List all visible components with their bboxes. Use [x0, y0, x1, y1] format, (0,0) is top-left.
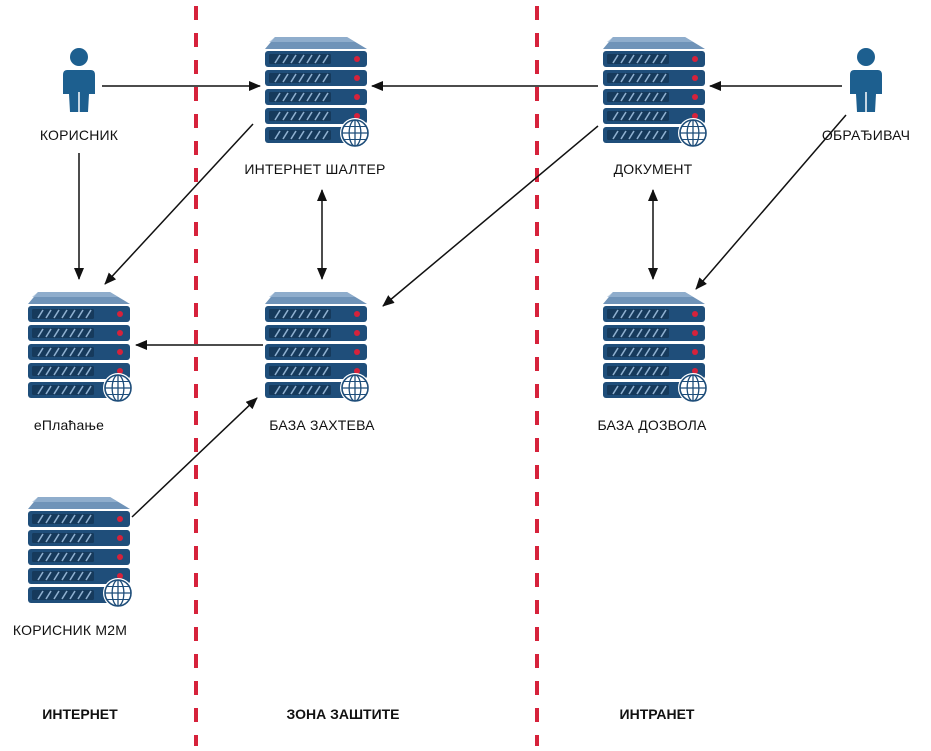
server-web-icon: [28, 497, 133, 608]
zone-label-dmz: ЗОНА ЗАШТИТЕ: [286, 706, 400, 722]
node-label-internet-shalter: ИНТЕРНЕТ ШАЛТЕР: [244, 161, 386, 177]
node-label-korisnik-m2m: КОРИСНИК М2М: [12, 622, 128, 638]
server-web-icon: [28, 292, 133, 403]
user-icon: [63, 48, 95, 112]
zone-label-intranet: ИНТРАНЕТ: [619, 706, 695, 722]
user-icon: [850, 48, 882, 112]
node-label-korisnik: КОРИСНИК: [39, 127, 119, 143]
zone-label-internet: ИНТЕРНЕТ: [42, 706, 118, 722]
server-web-icon: [265, 37, 370, 148]
edge-obradjivac-to-baza_dozvola: [695, 114, 847, 290]
server-web-icon: [603, 37, 708, 148]
node-label-eplacanje: еПлаћање: [33, 417, 105, 433]
node-label-baza-dozvola: БАЗА ДОЗВОЛА: [597, 417, 707, 433]
node-label-obradjivac: ОБРАЂИВАЧ: [821, 127, 911, 143]
nodes-layer: [28, 37, 882, 608]
edge-internet_shalter-to-eplacanje: [104, 123, 254, 285]
edge-korisnik_m2m-to-baza_zahteva: [131, 397, 258, 518]
server-web-icon: [603, 292, 708, 403]
edges-layer: [74, 81, 847, 518]
server-web-icon: [265, 292, 370, 403]
node-label-baza-zahteva: БАЗА ЗАХТЕВА: [269, 417, 375, 433]
node-label-dokument: ДОКУМЕНТ: [613, 161, 693, 177]
edge-dokument-to-baza_zahteva: [382, 125, 599, 307]
